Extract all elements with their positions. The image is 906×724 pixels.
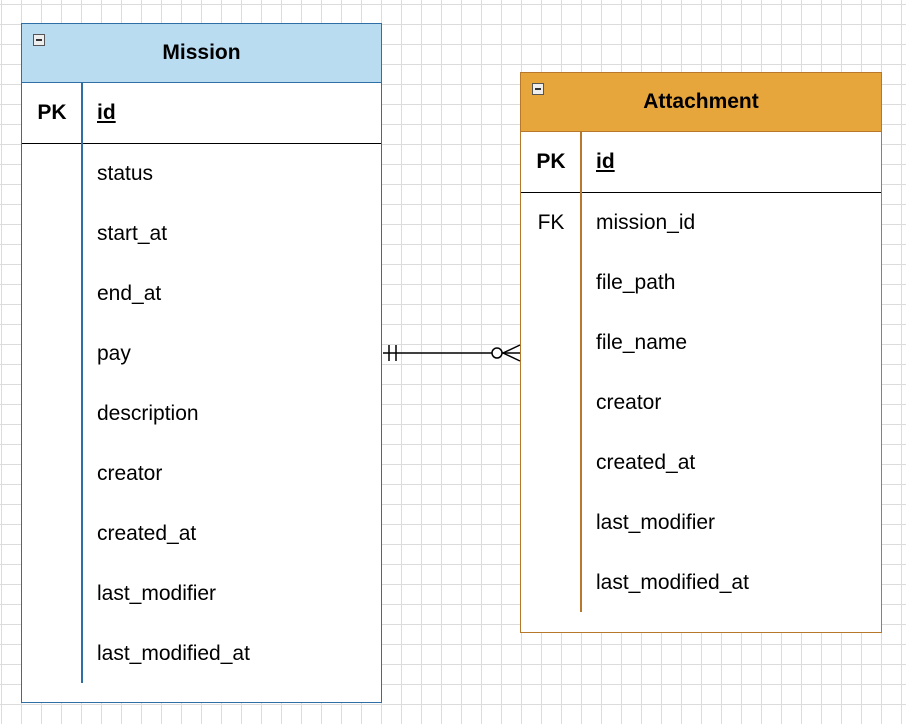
mission-attribute-name: created_at bbox=[97, 522, 197, 545]
attachment-attribute-name: last_modifier bbox=[596, 511, 716, 534]
mission-attribute-name: pay bbox=[97, 342, 131, 365]
attachment-attribute-name: file_path bbox=[596, 271, 676, 294]
mission-attribute-row[interactable]: last_modified_at bbox=[22, 624, 381, 684]
mission-attribute-name: start_at bbox=[97, 222, 168, 245]
mission-attribute-name: creator bbox=[97, 462, 163, 485]
attachment-fk-label: FK bbox=[537, 211, 565, 234]
mission-pk-label: PK bbox=[37, 101, 67, 124]
mission-attribute-name: status bbox=[97, 162, 154, 185]
attachment-attribute-row[interactable]: creator bbox=[521, 373, 881, 433]
mission-pk-row[interactable]: PK id bbox=[22, 83, 381, 144]
attachment-attribute-row[interactable]: file_path bbox=[521, 253, 881, 313]
attachment-attribute-row[interactable]: FK mission_id bbox=[521, 193, 881, 253]
attachment-attribute-row[interactable]: file_name bbox=[521, 313, 881, 373]
mission-key-divider bbox=[81, 83, 83, 683]
attachment-key-divider bbox=[580, 132, 582, 612]
mission-title: Mission bbox=[162, 41, 241, 64]
mission-attribute-row[interactable]: pay bbox=[22, 324, 381, 384]
attachment-pk-field: id bbox=[596, 150, 615, 173]
mission-attribute-name: last_modifier bbox=[97, 582, 217, 605]
collapse-icon[interactable] bbox=[532, 83, 544, 95]
attachment-attribute-row[interactable]: created_at bbox=[521, 433, 881, 493]
attachment-attribute-name: creator bbox=[596, 391, 662, 414]
attachment-attribute-name: mission_id bbox=[596, 211, 696, 234]
attachment-attribute-name: created_at bbox=[596, 451, 696, 474]
attachment-attribute-row[interactable]: last_modifier bbox=[521, 493, 881, 553]
mission-attribute-name: description bbox=[97, 402, 199, 425]
mission-attribute-row[interactable]: created_at bbox=[22, 504, 381, 564]
collapse-icon[interactable] bbox=[33, 34, 45, 46]
attachment-attribute-name: last_modified_at bbox=[596, 571, 749, 594]
crows-foot-many-icon bbox=[502, 344, 521, 362]
mission-attribute-name: last_modified_at bbox=[97, 642, 250, 665]
mission-attribute-row[interactable]: creator bbox=[22, 444, 381, 504]
zero-optional-circle-icon bbox=[491, 347, 503, 359]
attachment-entity[interactable]: Attachment PK id FK mission_id file_path… bbox=[520, 72, 882, 633]
attachment-header[interactable]: Attachment bbox=[521, 73, 881, 132]
attachment-attribute-row[interactable]: last_modified_at bbox=[521, 553, 881, 613]
attachment-pk-row[interactable]: PK id bbox=[521, 132, 881, 193]
mission-attribute-row[interactable]: last_modifier bbox=[22, 564, 381, 624]
mission-entity[interactable]: Mission PK id status start_at end_at pay… bbox=[21, 23, 382, 703]
mission-attribute-name: end_at bbox=[97, 282, 162, 305]
mission-attribute-row[interactable]: status bbox=[22, 144, 381, 204]
attachment-pk-label: PK bbox=[536, 150, 566, 173]
mission-pk-field: id bbox=[97, 101, 116, 124]
mission-attribute-row[interactable]: end_at bbox=[22, 264, 381, 324]
mission-attribute-row[interactable]: description bbox=[22, 384, 381, 444]
mission-header[interactable]: Mission bbox=[22, 24, 381, 83]
attachment-attribute-name: file_name bbox=[596, 331, 688, 354]
mission-attribute-row[interactable]: start_at bbox=[22, 204, 381, 264]
attachment-title: Attachment bbox=[643, 90, 759, 113]
